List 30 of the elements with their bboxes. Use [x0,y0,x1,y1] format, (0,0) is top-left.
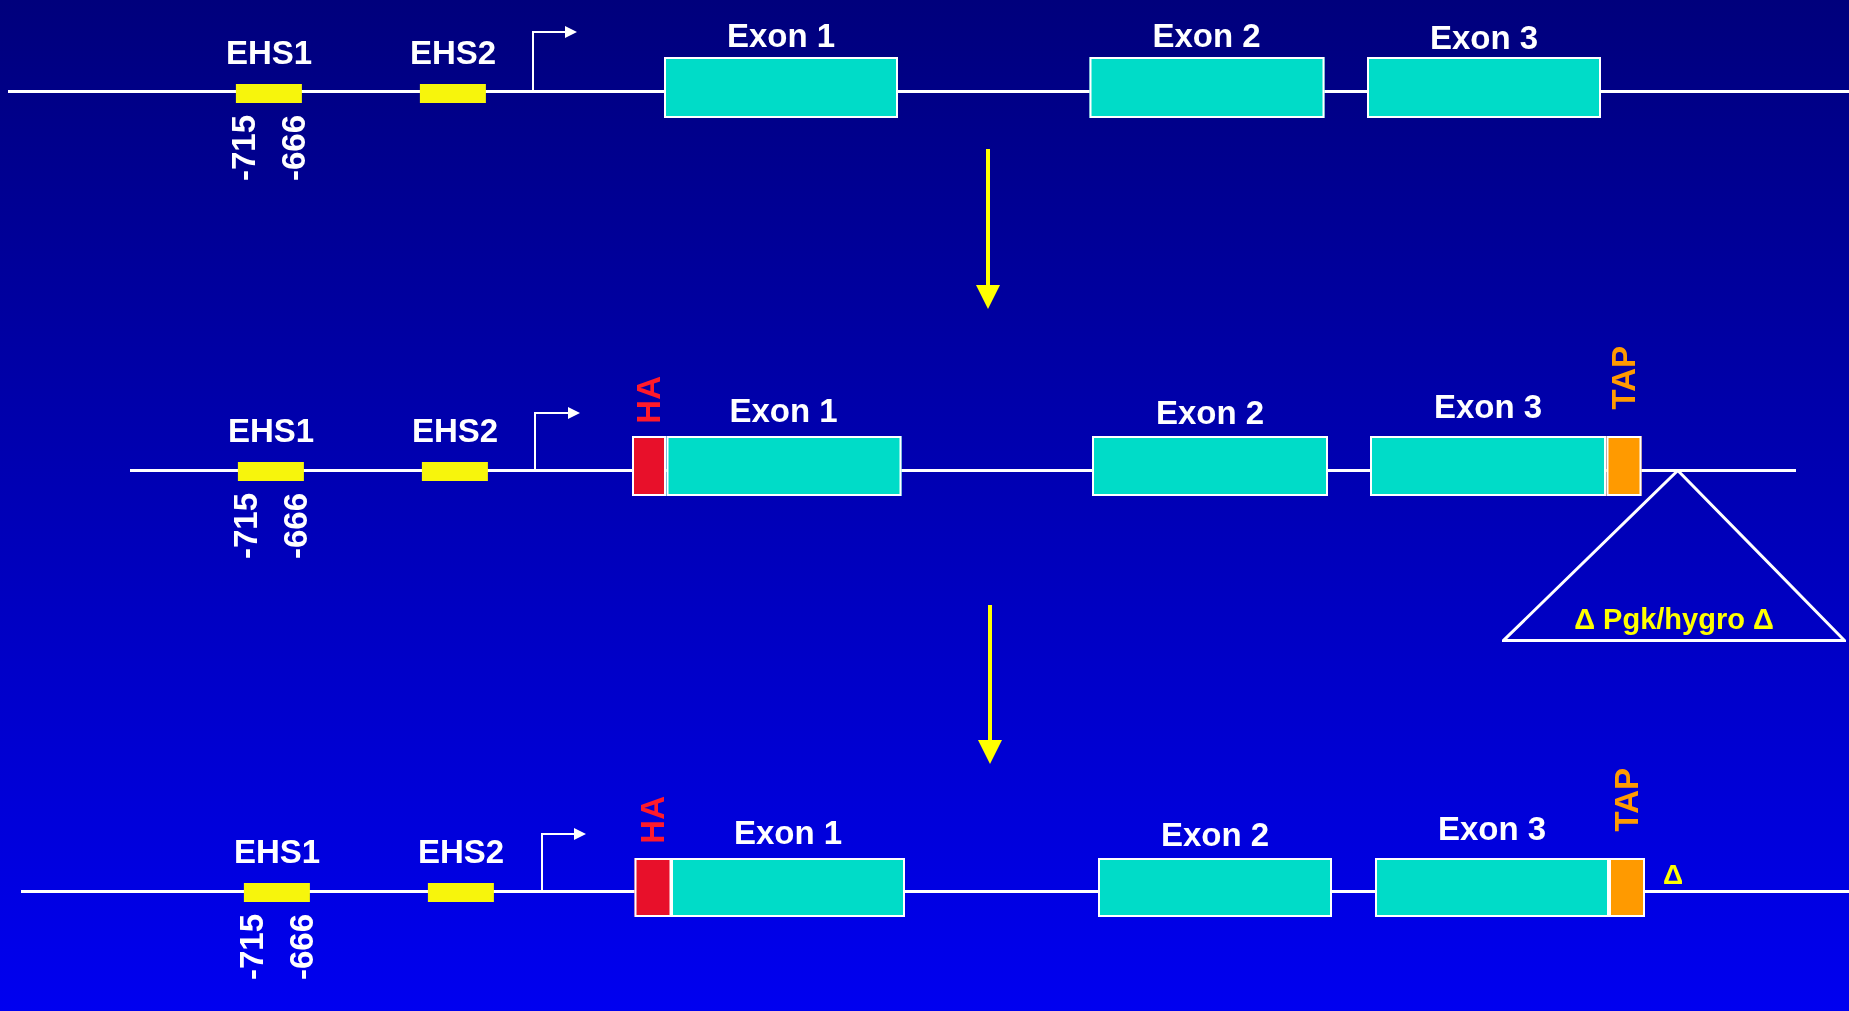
exon-label: Exon 1 [733,814,843,852]
exon-label: Exon 2 [1155,394,1265,432]
position-label: -666 [279,493,313,560]
enhancer-label: EHS1 [233,833,321,871]
deletion-mark: Δ [1663,860,1684,890]
enhancer-label: EHS2 [411,412,499,450]
enhancer-label: EHS1 [227,412,315,450]
position-label: -715 [227,115,261,182]
exon-label: Exon 2 [1160,816,1270,854]
enhancer-label: EHS1 [225,34,313,72]
tag-label: TAP [1610,768,1644,832]
tag-label: HA [632,376,666,424]
tag-label: TAP [1606,346,1641,410]
transcription-start-arrow [541,828,586,891]
position-label: -715 [229,493,263,560]
position-label: -666 [277,115,311,182]
position-label: -715 [235,914,269,981]
transcription-start-arrow [532,26,577,91]
position-label: -666 [285,914,319,981]
tag-label: HA [635,796,670,844]
exon-label: Exon 3 [1437,810,1547,848]
enhancer-label: EHS2 [417,833,505,871]
enhancer-label: EHS2 [409,34,497,72]
transcription-start-arrow [534,407,580,470]
exon-label: Exon 1 [729,392,838,430]
exon-label: Exon 3 [1433,388,1543,426]
exon-label: Exon 3 [1429,19,1539,57]
cassette-label: Δ Pgk/hygro Δ [1573,602,1775,636]
exon-label: Exon 1 [726,17,836,55]
exon-label: Exon 2 [1152,17,1261,55]
